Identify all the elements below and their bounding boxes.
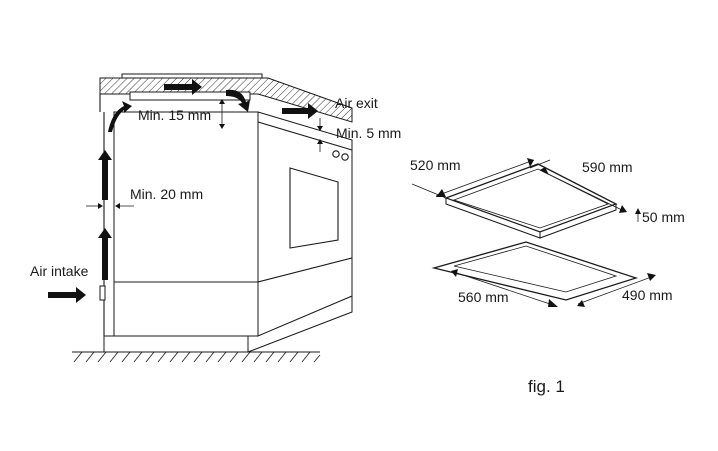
air-intake-arrow bbox=[48, 287, 86, 303]
cabinet-lower bbox=[113, 281, 259, 337]
oven-control-line bbox=[257, 121, 353, 151]
hob-dimensions: 520 mm 590 mm 50 mm 560 mm 490 mm fig. 1 bbox=[410, 157, 685, 396]
cutout-width-label: 560 mm bbox=[458, 289, 509, 305]
oven-knob-2 bbox=[341, 153, 349, 161]
cutout-inner bbox=[453, 245, 618, 293]
floor-hatching bbox=[73, 351, 321, 363]
hob-width-label: 590 mm bbox=[582, 159, 633, 175]
cutout-depth-label: 490 mm bbox=[622, 287, 673, 303]
cutout-width-dimension bbox=[453, 271, 557, 307]
hob-right-edge bbox=[539, 203, 617, 239]
figure-caption: fig. 1 bbox=[528, 377, 565, 396]
cabinet-plinth bbox=[103, 335, 249, 353]
airflow-top-arrow bbox=[164, 79, 202, 95]
oven-knob-1 bbox=[332, 150, 340, 158]
air-intake-label: Air intake bbox=[30, 263, 89, 279]
airflow-up-arrow-2 bbox=[98, 228, 112, 280]
hob-plate bbox=[121, 73, 263, 79]
installation-section: Air exit Air intake Min. 15 mm Min. 5 mm… bbox=[30, 73, 401, 363]
min-side-clearance-label: Min. 5 mm bbox=[336, 125, 401, 141]
airflow-curve-arrow bbox=[108, 101, 132, 132]
airflow-up-arrow-1 bbox=[98, 150, 112, 200]
air-exit-arrow bbox=[282, 103, 318, 119]
hob-top-inner bbox=[452, 168, 610, 229]
hob-depth-dimension bbox=[435, 159, 535, 197]
cabinet-lower-front bbox=[257, 257, 353, 337]
hob-depth-label: 520 mm bbox=[410, 157, 461, 173]
oven-door-window bbox=[289, 167, 339, 249]
air-intake-vent bbox=[99, 285, 106, 301]
air-exit-label: Air exit bbox=[335, 95, 378, 111]
min-back-clearance-label: Min. 20 mm bbox=[130, 186, 203, 202]
cutout-depth-dimension bbox=[577, 275, 655, 305]
hob-width-dimension bbox=[539, 169, 627, 213]
min-top-clearance-label: Min. 15 mm bbox=[138, 107, 211, 123]
hob-height-label: 50 mm bbox=[642, 209, 685, 225]
airflow-exit-curve-arrow bbox=[226, 89, 250, 112]
